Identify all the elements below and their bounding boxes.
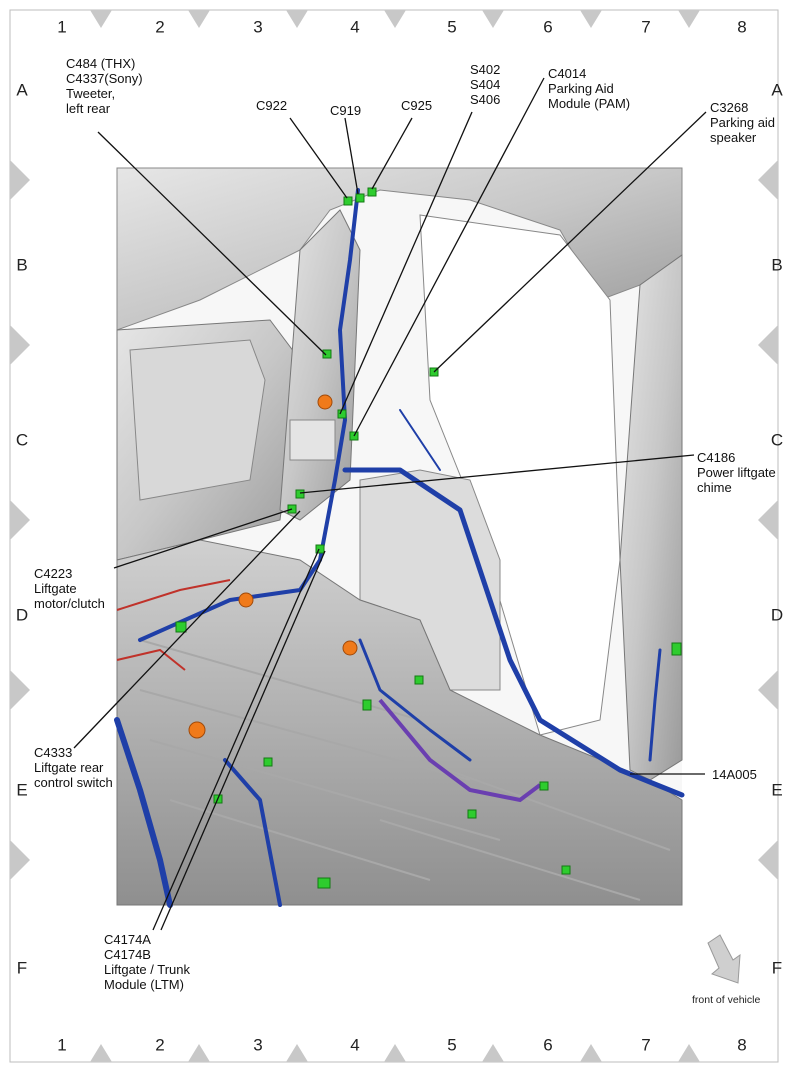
callout-c4174-ltm: C4174A C4174B Liftgate / Trunk Module (L… xyxy=(104,932,190,992)
grid-col-label: 3 xyxy=(253,17,263,37)
grid-row-label: C xyxy=(770,430,784,450)
callout-c4333-switch: C4333 Liftgate rear control switch xyxy=(34,745,113,790)
grid-col-label: 6 xyxy=(543,17,553,37)
grid-col-label: 7 xyxy=(641,17,651,37)
callout-line: motor/clutch xyxy=(34,596,105,611)
callout-c3268-speaker: C3268 Parking aid speaker xyxy=(710,100,775,145)
grid-col-label: 1 xyxy=(57,1035,67,1055)
grid-row-label: C xyxy=(15,430,29,450)
sub-harness xyxy=(378,698,542,803)
grid-col-label: 8 xyxy=(737,17,747,37)
grid-row-label: F xyxy=(771,958,783,978)
callout-line: speaker xyxy=(710,130,757,145)
grid-row-label: D xyxy=(15,605,29,625)
grid-markers-bottom xyxy=(90,1044,700,1062)
grid-col-label: 7 xyxy=(641,1035,651,1055)
callout-line: Tweeter, xyxy=(66,86,116,101)
arrow-down-right-icon xyxy=(707,934,741,984)
grid-col-label: 1 xyxy=(57,17,67,37)
callout-line: S404 xyxy=(470,77,501,92)
callout-line: S406 xyxy=(470,92,501,107)
grid-col-label: 4 xyxy=(350,17,360,37)
callout-line: Liftgate / Trunk xyxy=(104,962,190,977)
leader-lines xyxy=(73,77,707,931)
grid-row-label: F xyxy=(16,958,28,978)
grid-row-label: D xyxy=(770,605,784,625)
callout-line: Liftgate rear xyxy=(34,760,104,775)
grid-row-label: A xyxy=(771,80,783,100)
grid-col-label: 5 xyxy=(447,17,457,37)
callout-line: 14A005 xyxy=(712,767,757,782)
callout-c925: C925 xyxy=(401,98,432,113)
callout-c4186-chime: C4186 Power liftgate chime xyxy=(697,450,776,495)
callout-c922: C922 xyxy=(256,98,287,113)
callout-line: control switch xyxy=(34,775,113,790)
callout-c4014-pam: C4014 Parking Aid Module (PAM) xyxy=(548,66,630,111)
red-wire xyxy=(116,579,231,671)
callout-line: C4174B xyxy=(104,947,151,962)
callout-line: C919 xyxy=(330,103,362,118)
callout-c4223-motor: C4223 Liftgate motor/clutch xyxy=(34,566,105,611)
callout-line: Parking aid xyxy=(710,115,776,130)
grid-col-label: 2 xyxy=(155,1035,165,1055)
grommets xyxy=(188,394,358,739)
callout-line: Power liftgate xyxy=(697,465,776,480)
callout-line: C922 xyxy=(256,98,288,113)
callout-line: C4337(Sony) xyxy=(66,71,143,86)
front-of-vehicle-label: front of vehicle xyxy=(692,994,761,1006)
grid-col-label: 6 xyxy=(543,1035,553,1055)
callout-line: Parking Aid xyxy=(548,81,614,96)
callout-line: C4223 xyxy=(34,566,73,581)
grid-col-label: 8 xyxy=(737,1035,747,1055)
callout-c919: C919 xyxy=(330,103,361,118)
callout-s402-splices: S402 S404 S406 xyxy=(470,62,500,107)
vehicle-body-illustration xyxy=(116,167,683,906)
callout-line: Liftgate xyxy=(34,581,77,596)
grid-markers-right xyxy=(758,160,778,880)
callout-line: S402 xyxy=(470,62,501,77)
callout-line: C4186 xyxy=(697,450,736,465)
main-harness xyxy=(114,188,685,908)
grid-row-label: A xyxy=(16,80,28,100)
grid-markers-left xyxy=(10,160,30,880)
grid-col-label: 2 xyxy=(155,17,165,37)
grid-row-label: E xyxy=(771,780,783,800)
grid-col-label: 5 xyxy=(447,1035,457,1055)
callout-line: C484 (THX) xyxy=(66,56,136,71)
grid-row-label: B xyxy=(16,255,28,275)
grid-row-label: E xyxy=(16,780,28,800)
callout-line: C4174A xyxy=(104,932,151,947)
callout-line: left rear xyxy=(66,101,111,116)
callout-line: Module (PAM) xyxy=(548,96,631,111)
callout-line: C925 xyxy=(401,98,433,113)
callout-line: chime xyxy=(697,480,732,495)
grid-col-label: 3 xyxy=(253,1035,263,1055)
grid-row-label: B xyxy=(771,255,783,275)
callout-line: C4333 xyxy=(34,745,73,760)
grid-col-label: 4 xyxy=(350,1035,360,1055)
grid-markers-top xyxy=(90,10,700,28)
callout-c484-tweeter: C484 (THX) C4337(Sony) Tweeter, left rea… xyxy=(66,56,143,116)
callout-line: C4014 xyxy=(548,66,587,81)
callout-line: C3268 xyxy=(710,100,749,115)
callout-14a005-harness: 14A005 xyxy=(712,767,757,782)
callout-line: Module (LTM) xyxy=(104,977,184,992)
